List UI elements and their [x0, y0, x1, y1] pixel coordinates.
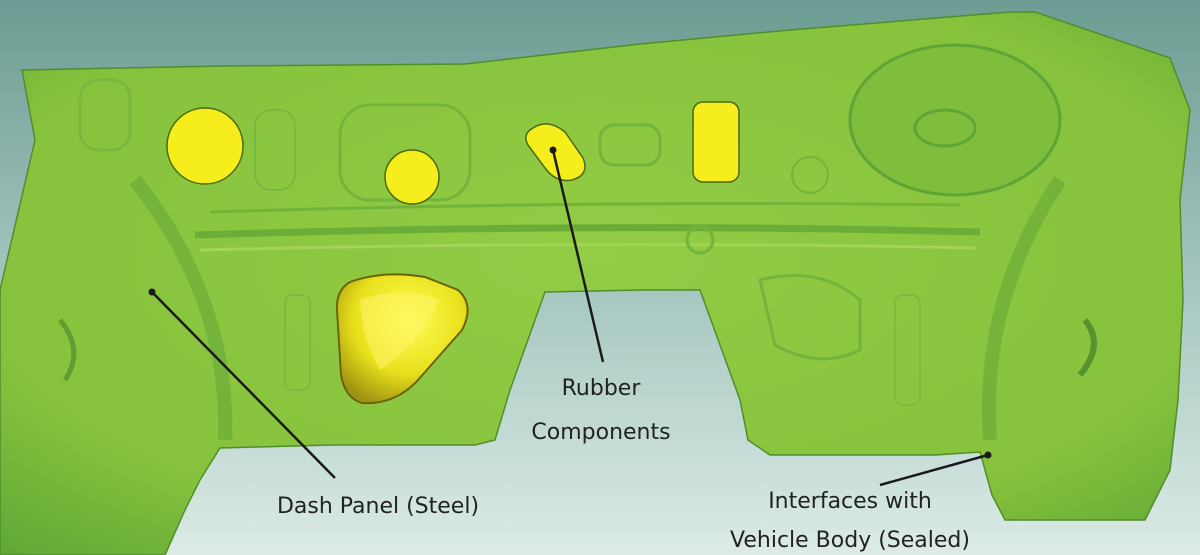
leader-lines — [151, 149, 989, 487]
leader-dash-panel — [151, 291, 336, 479]
rubber-components — [166, 101, 740, 405]
leader-dot-interfaces — [984, 451, 992, 459]
label-rubber-line1: Rubber — [562, 376, 642, 401]
label-dash-panel: Dash Panel (Steel) — [277, 494, 479, 519]
leader-rubber — [551, 149, 605, 363]
dash-panel — [0, 11, 1191, 555]
label-interfaces-line1: Interfaces with — [768, 489, 932, 514]
leader-dot-dash — [148, 288, 156, 296]
leader-dot-rubber — [549, 146, 557, 154]
leader-interfaces — [879, 453, 989, 487]
rubber-grommet-large — [166, 107, 244, 185]
label-interfaces-line2: Vehicle Body (Sealed) — [730, 528, 970, 553]
label-rubber-line2: Components — [531, 420, 670, 445]
rubber-plug-rect — [692, 101, 740, 183]
rubber-grommet-small — [384, 149, 440, 205]
